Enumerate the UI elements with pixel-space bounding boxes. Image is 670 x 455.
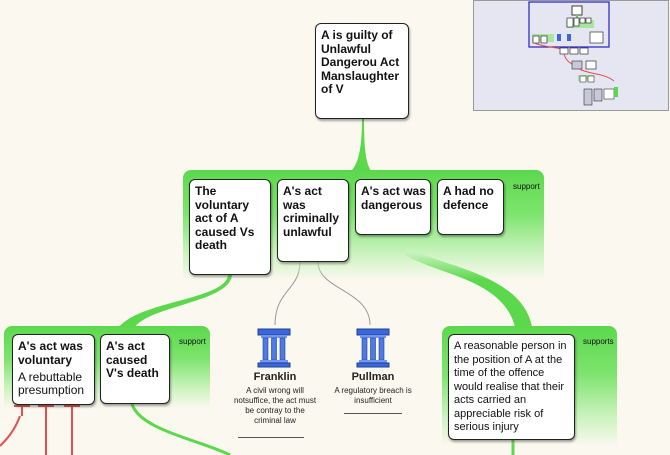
premise-act-caused-death[interactable]: A's act caused V's death (100, 334, 170, 404)
support-label-level1: support (513, 182, 540, 191)
premise-act-voluntary[interactable]: A's act was voluntary A rebuttable presu… (12, 334, 95, 405)
authority-pullman-name[interactable]: Pullman (351, 371, 395, 383)
premise-criminally-unlawful[interactable]: A's act was criminally unlawful (277, 179, 349, 262)
authority-franklin-desc: A civil wrong will notsuffice, the act m… (233, 386, 317, 425)
overview-minimap[interactable] (473, 0, 669, 111)
authority-pullman-underline (344, 413, 402, 414)
conclusion-box[interactable]: A is guilty of Unlawful Dangerou Act Man… (315, 23, 409, 119)
premise-reasonable-person[interactable]: A reasonable person in the position of A… (448, 334, 575, 440)
pillar-icon (257, 328, 291, 368)
pillar-icon (356, 328, 390, 368)
authority-franklin-underline (238, 437, 304, 438)
authority-franklin-name[interactable]: Franklin (253, 371, 297, 383)
minimap-thumbnail (528, 1, 618, 106)
premise-no-defence[interactable]: A had no defence (437, 179, 504, 235)
support-label-right: supports (583, 337, 614, 346)
premise-act-voluntary-title: A's act was voluntary (18, 339, 83, 367)
support-label-left: support (179, 337, 206, 346)
premise-voluntary-act-caused-death[interactable]: The voluntary act of A caused Vs death (189, 179, 271, 275)
authority-pullman-desc: A regulatory breach is insufficient (334, 386, 412, 405)
premise-act-voluntary-note: A rebuttable presumption (18, 370, 85, 397)
premise-dangerous[interactable]: A's act was dangerous (355, 179, 431, 235)
